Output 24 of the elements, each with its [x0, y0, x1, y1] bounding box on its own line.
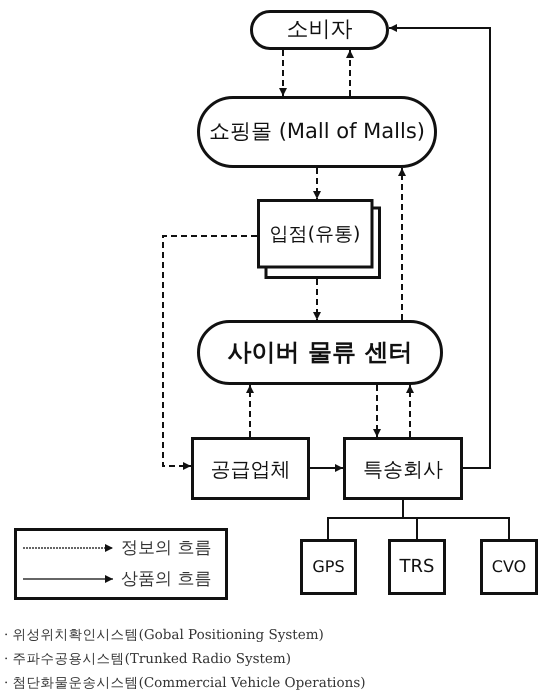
process-box: CVO [480, 539, 538, 595]
process-box: GPS [300, 539, 357, 595]
arrow [313, 168, 321, 199]
arrow [373, 385, 381, 437]
legend-text: 상품의 흐름 [121, 568, 212, 590]
footnote-text: · 주파수공용시스템(Trunked Radio System) [4, 650, 291, 668]
process-box: TRS [388, 539, 446, 595]
arrow [346, 50, 354, 96]
arrow [162, 235, 257, 470]
footnote-text: · 첨단화물운송시스템(Commercial Vehicle Operations) [4, 674, 366, 692]
rounded-box: 소비자 [250, 10, 389, 50]
arrow [246, 385, 254, 437]
arrow [313, 279, 321, 320]
rounded-box: 쇼핑몰 (Mall of Malls) [197, 96, 437, 168]
arrow [279, 50, 287, 96]
process-box: 특송회사 [343, 437, 463, 500]
legend-text: 정보의 흐름 [121, 537, 212, 559]
rounded-box: 사이버 물류 센터 [197, 320, 443, 385]
footnote-text: · 위성위치확인시스템(Gobal Positioning System) [4, 626, 324, 644]
arrow [406, 385, 414, 437]
process-box: 공급업체 [191, 437, 310, 500]
arrow [389, 24, 491, 469]
arrow [310, 464, 343, 472]
arrow [398, 168, 406, 320]
